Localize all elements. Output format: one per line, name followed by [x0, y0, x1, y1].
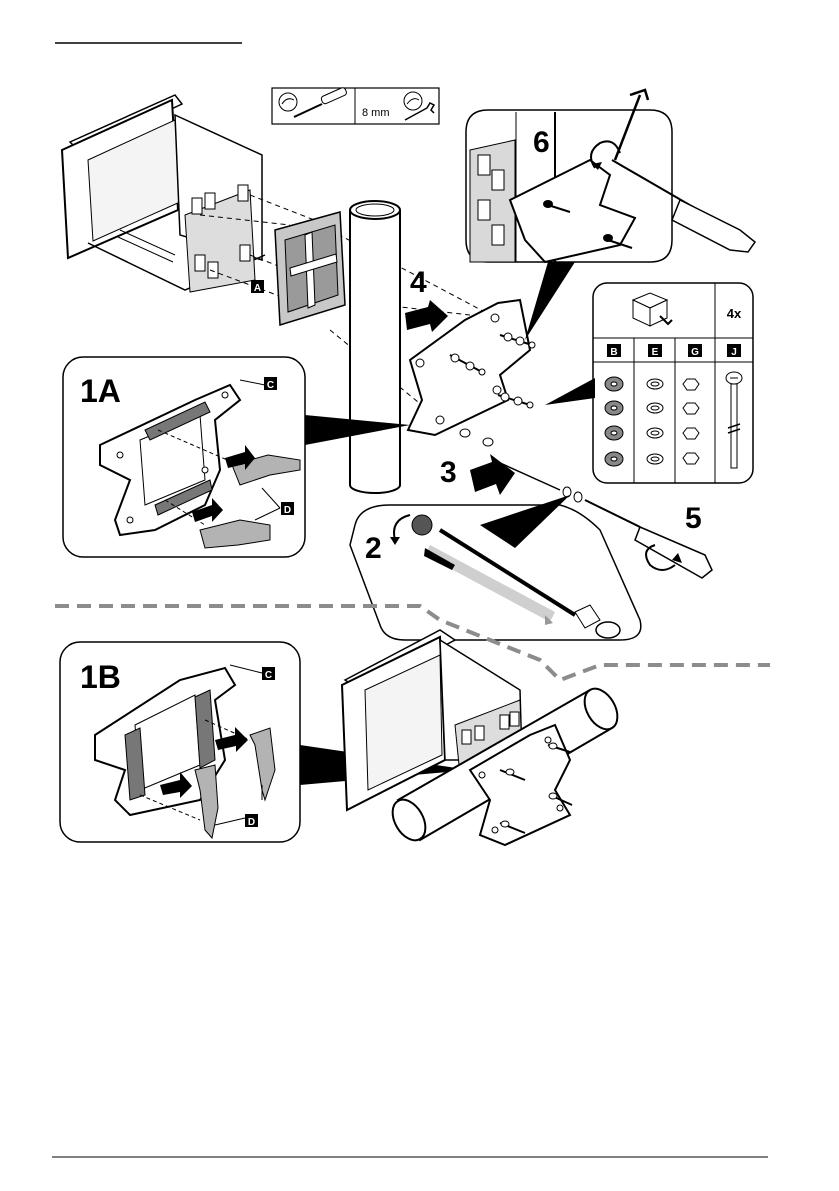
step-2-label: 2	[365, 532, 382, 565]
callout-c-bottom: C	[265, 670, 272, 681]
step-6-pointer	[525, 262, 575, 340]
step-4-label: 4	[410, 266, 427, 299]
loose-washers	[460, 429, 493, 446]
callout-d-bottom: D	[248, 817, 255, 828]
tool-size-label: 8 mm	[362, 107, 390, 119]
step-6-label: 6	[533, 126, 550, 159]
callout-g: G	[691, 347, 699, 358]
parts-pointer	[545, 378, 595, 405]
step-1a-label: 1A	[80, 373, 121, 409]
callout-d-top: D	[284, 505, 291, 516]
controller-on-horizontal-pipe	[342, 630, 624, 846]
pipe-vertical	[350, 201, 400, 493]
step-3-label: 3	[440, 456, 457, 489]
parts-quantity: 4x	[727, 306, 742, 321]
callout-b: B	[610, 347, 617, 358]
step-5-label: 5	[685, 502, 702, 535]
callout-j: J	[731, 347, 737, 358]
step-4-arrow	[405, 300, 448, 332]
callout-c-top: C	[267, 380, 274, 391]
step-3-arrow	[470, 454, 515, 495]
callout-a: A	[254, 283, 261, 294]
mounting-bracket-a	[275, 212, 345, 325]
controller-housing-top	[62, 95, 265, 292]
step-6-inset	[466, 90, 755, 262]
step-1b-label: 1B	[80, 659, 121, 695]
callout-e: E	[652, 347, 659, 358]
tools-box: 8 mm	[272, 87, 439, 124]
